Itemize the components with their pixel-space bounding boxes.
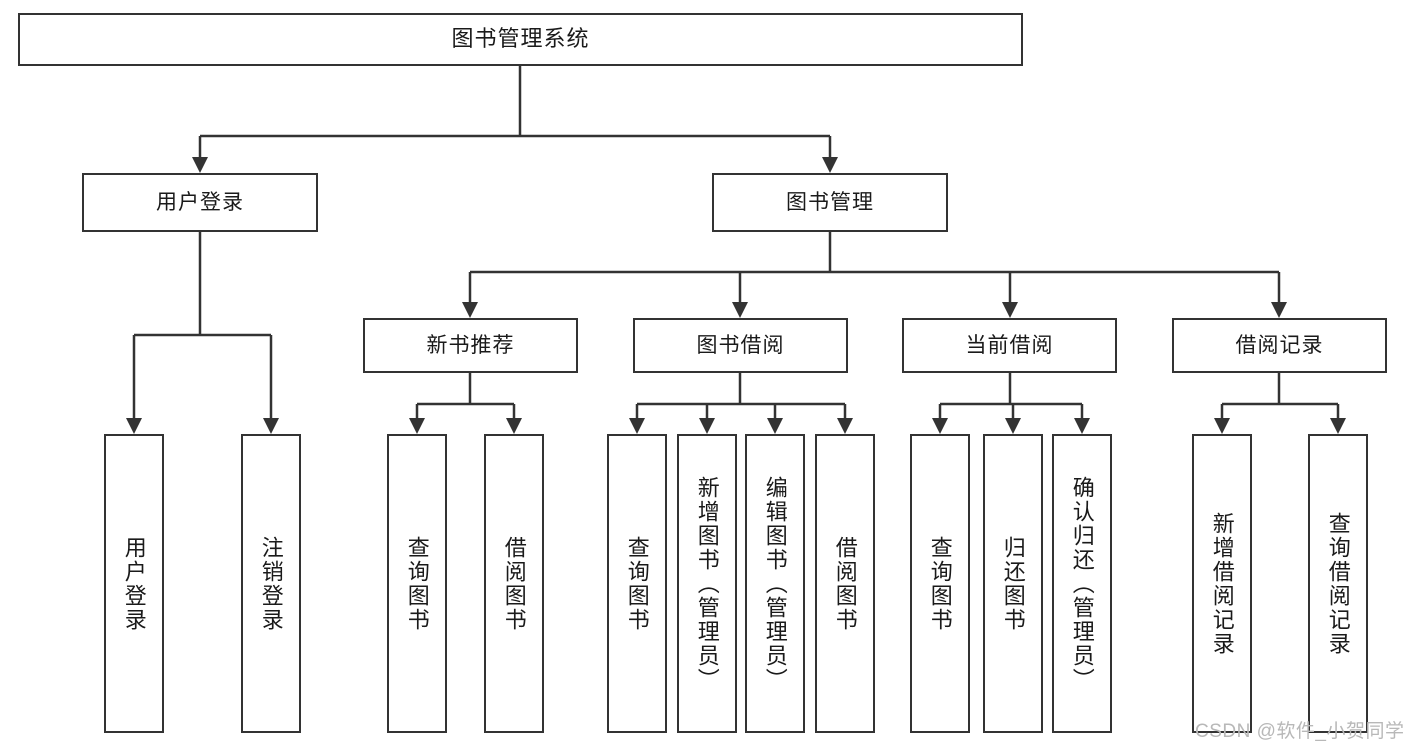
node-label: 新书推荐 [426, 333, 515, 357]
node-leaf-add-record[interactable]: 新增借阅记录 [1192, 434, 1252, 733]
arrowhead-manage-to-lvl2-1 [732, 302, 748, 318]
node-label: 查询图书 [927, 535, 953, 632]
node-label: 新增借阅记录 [1209, 511, 1235, 656]
arrowhead-root-to-level1-0 [192, 157, 208, 173]
arrowhead-record-leaves-0 [1214, 418, 1230, 434]
node-label: 图书管理 [786, 190, 874, 214]
node-label: 借阅图书 [501, 535, 527, 632]
arrowhead-newbook-leaves-1 [506, 418, 522, 434]
node-user-login[interactable]: 用户登录 [82, 173, 318, 232]
arrowhead-root-to-level1-1 [822, 157, 838, 173]
node-leaf-user-login[interactable]: 用户登录 [104, 434, 164, 733]
node-borrow-record[interactable]: 借阅记录 [1172, 318, 1387, 373]
node-leaf-borrow-book-2[interactable]: 借阅图书 [815, 434, 875, 733]
arrowhead-newbook-leaves-0 [409, 418, 425, 434]
node-label: 确认归还（管理员） [1069, 475, 1095, 692]
arrowhead-borrow-leaves-1 [699, 418, 715, 434]
node-label: 借阅记录 [1235, 333, 1324, 357]
node-leaf-query-book-1[interactable]: 查询图书 [387, 434, 447, 733]
node-leaf-return-book[interactable]: 归还图书 [983, 434, 1043, 733]
node-leaf-query-record[interactable]: 查询借阅记录 [1308, 434, 1368, 733]
node-label: 新增图书（管理员） [694, 475, 720, 692]
node-leaf-borrow-book-1[interactable]: 借阅图书 [484, 434, 544, 733]
node-label: 注销登录 [258, 535, 284, 632]
node-leaf-edit-book[interactable]: 编辑图书（管理员） [745, 434, 805, 733]
node-label: 借阅图书 [832, 535, 858, 632]
node-root[interactable]: 图书管理系统 [18, 13, 1023, 66]
node-leaf-confirm-return[interactable]: 确认归还（管理员） [1052, 434, 1112, 733]
arrowhead-login-to-leaves-0 [126, 418, 142, 434]
watermark-label: CSDN @软件_小贺同学 [1195, 721, 1405, 742]
arrowhead-manage-to-lvl2-3 [1271, 302, 1287, 318]
arrowhead-manage-to-lvl2-0 [462, 302, 478, 318]
node-label: 图书借阅 [696, 333, 785, 357]
node-leaf-query-book-2[interactable]: 查询图书 [607, 434, 667, 733]
arrowhead-login-to-leaves-1 [263, 418, 279, 434]
arrowhead-current-leaves-2 [1074, 418, 1090, 434]
node-label: 编辑图书（管理员） [762, 475, 788, 692]
arrowhead-borrow-leaves-2 [767, 418, 783, 434]
node-label: 查询图书 [624, 535, 650, 632]
node-label: 图书管理系统 [451, 26, 590, 52]
arrowhead-manage-to-lvl2-2 [1002, 302, 1018, 318]
node-label: 当前借阅 [965, 333, 1054, 357]
node-book-manage[interactable]: 图书管理 [712, 173, 948, 232]
node-leaf-user-logout[interactable]: 注销登录 [241, 434, 301, 733]
arrowhead-borrow-leaves-3 [837, 418, 853, 434]
node-new-book-rec[interactable]: 新书推荐 [363, 318, 578, 373]
node-leaf-query-book-3[interactable]: 查询图书 [910, 434, 970, 733]
arrowhead-current-leaves-1 [1005, 418, 1021, 434]
node-label: 用户登录 [121, 535, 147, 632]
arrowhead-current-leaves-0 [932, 418, 948, 434]
node-label: 查询借阅记录 [1325, 511, 1351, 656]
arrowhead-borrow-leaves-0 [629, 418, 645, 434]
node-label: 查询图书 [404, 535, 430, 632]
node-label: 用户登录 [156, 190, 244, 214]
node-current-borrow[interactable]: 当前借阅 [902, 318, 1117, 373]
node-leaf-add-book[interactable]: 新增图书（管理员） [677, 434, 737, 733]
arrowhead-record-leaves-1 [1330, 418, 1346, 434]
node-label: 归还图书 [1000, 535, 1026, 632]
node-book-borrow[interactable]: 图书借阅 [633, 318, 848, 373]
